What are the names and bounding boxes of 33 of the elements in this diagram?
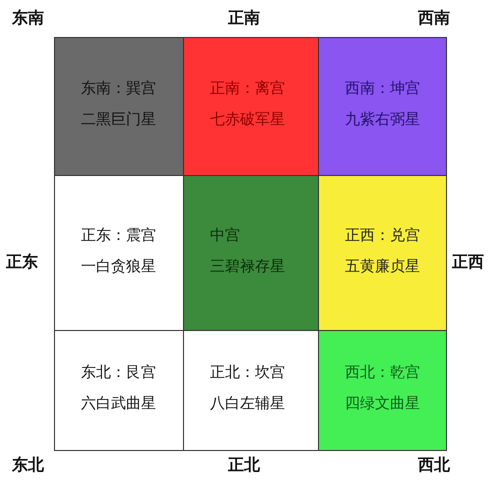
star-name: 五黄廉贞星 — [345, 256, 420, 276]
star-name: 三碧禄存星 — [210, 256, 285, 276]
direction-label: 正北 — [228, 455, 260, 476]
palace-name: 中宫 — [210, 226, 240, 244]
star-name: 一白贪狼星 — [81, 256, 156, 276]
palace-cell — [318, 330, 447, 451]
star-name: 二黑巨门星 — [81, 110, 156, 129]
direction-label: 西南 — [418, 8, 450, 29]
star-name: 七赤破军星 — [210, 110, 285, 129]
star-name: 八白左辅星 — [210, 394, 285, 413]
star-name: 六白武曲星 — [81, 394, 156, 413]
direction-label: 东南 — [12, 8, 44, 29]
palace-cell — [318, 37, 447, 176]
palace-cell — [54, 330, 184, 451]
direction-label: 正南 — [228, 8, 260, 29]
palace-name: 正北：坎宫 — [210, 363, 285, 382]
star-name: 九紫右弼星 — [345, 110, 420, 129]
palace-cell — [183, 175, 319, 331]
palace-name: 正东：震宫 — [81, 226, 156, 244]
palace-name: 正西：兑宫 — [345, 226, 420, 244]
direction-label: 正西 — [452, 252, 484, 273]
palace-name: 西北：乾宫 — [345, 363, 420, 382]
palace-cell — [318, 175, 447, 331]
star-name: 四绿文曲星 — [345, 394, 420, 413]
palace-name: 正南：离宫 — [210, 79, 285, 98]
palace-cell — [54, 37, 184, 176]
palace-name: 东北：艮宫 — [81, 363, 156, 382]
palace-name: 东南：巽宫 — [81, 79, 156, 98]
direction-label: 正东 — [6, 252, 38, 273]
direction-label: 东北 — [12, 455, 44, 476]
palace-cell — [183, 37, 319, 176]
palace-name: 西南：坤宫 — [345, 79, 420, 98]
direction-label: 西北 — [418, 455, 450, 476]
